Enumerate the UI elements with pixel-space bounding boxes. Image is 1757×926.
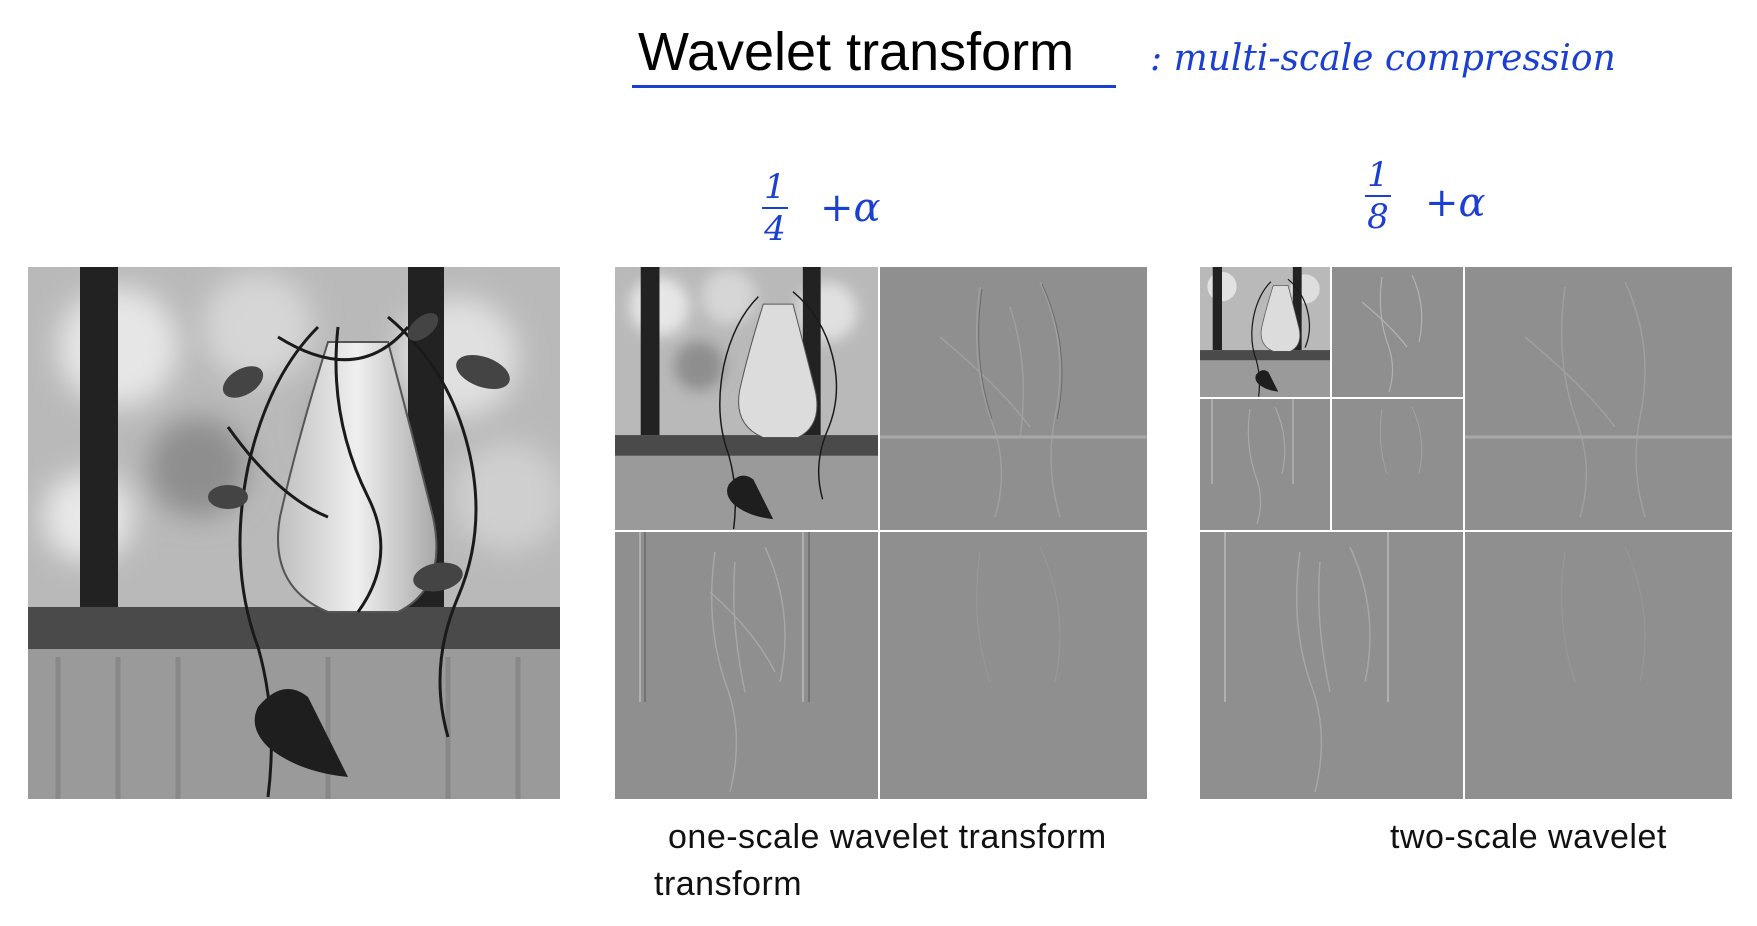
plus-alpha-two: +α — [1425, 180, 1486, 226]
caption-one-scale-wrap: transform — [654, 865, 803, 903]
fraction-numerator: 1 — [764, 167, 786, 207]
handwritten-subtitle: : multi-scale compression — [1150, 38, 1616, 79]
vertical-detail-subband — [615, 532, 878, 799]
fraction-denominator: 8 — [1367, 197, 1389, 237]
fraction-numerator: 1 — [1367, 155, 1389, 195]
vertical-detail-subband-level1 — [1200, 532, 1463, 799]
diagonal-detail-subband-level1 — [1465, 532, 1732, 799]
fraction-one-eighth: 1 8 — [1365, 158, 1391, 234]
vertical-detail-subband-level2 — [1200, 399, 1330, 530]
caption-one-scale: one-scale wavelet transform — [668, 818, 1107, 856]
horizontal-detail-subband-level2 — [1332, 267, 1463, 397]
diagonal-detail-subband — [880, 532, 1147, 799]
plus-alpha-one: +α — [820, 185, 881, 231]
fraction-one-quarter: 1 4 — [762, 170, 788, 246]
one-scale-wavelet-panel — [615, 267, 1147, 799]
slide-title: Wavelet transform — [638, 22, 1075, 82]
diagonal-detail-subband-level2 — [1332, 399, 1463, 530]
two-scale-wavelet-panel — [1200, 267, 1732, 799]
fraction-bar — [762, 207, 788, 209]
original-image — [28, 267, 560, 799]
fraction-bar — [1365, 195, 1391, 197]
fraction-denominator: 4 — [764, 209, 786, 249]
horizontal-detail-subband — [880, 267, 1147, 530]
approximation-subband — [615, 267, 878, 530]
caption-two-scale: two-scale wavelet — [1390, 818, 1667, 856]
horizontal-detail-subband-level1 — [1465, 267, 1732, 530]
title-underline — [632, 85, 1116, 88]
approximation-subband-level2 — [1200, 267, 1330, 397]
